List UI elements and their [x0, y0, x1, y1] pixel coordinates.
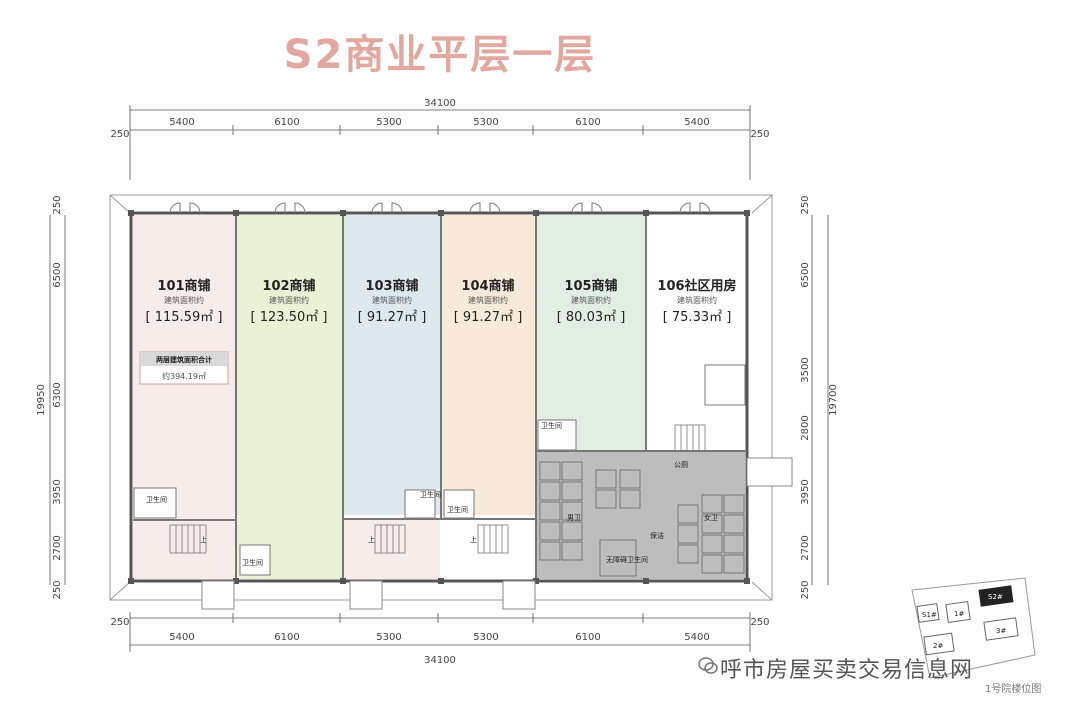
site-building-1: 1#: [954, 610, 964, 618]
svg-text:101商铺: 101商铺: [157, 278, 210, 294]
watermark-text: 呼市房屋买卖交易信息网: [720, 658, 974, 683]
dim-right-row-1: 250: [800, 195, 811, 214]
svg-text:[ 75.33㎡ ]: [ 75.33㎡ ]: [663, 310, 732, 325]
site-building-3: 3#: [996, 627, 1006, 635]
dim-right-row-2: 6500: [800, 262, 811, 287]
dim-right-row-7: 250: [800, 580, 811, 599]
svg-text:[ 123.50㎡ ]: [ 123.50㎡ ]: [251, 310, 328, 325]
dim-left-row-1: 250: [52, 195, 63, 214]
up-label-3: 上: [470, 535, 477, 544]
public-wc-label: 公厕: [674, 461, 688, 469]
svg-text:建筑面积约: 建筑面积约: [677, 295, 717, 305]
combined-area-header: [140, 352, 228, 366]
dim-bottom-col-5: 6100: [575, 632, 600, 643]
svg-text:105商铺: 105商铺: [564, 278, 617, 294]
cleaning-label: 保洁: [650, 531, 664, 540]
dim-bottom-col-6: 5400: [684, 632, 709, 643]
site-building-s2: S2#: [988, 593, 1003, 601]
svg-text:建筑面积约: 建筑面积约: [468, 295, 508, 305]
svg-text:建筑面积约: 建筑面积约: [164, 295, 204, 305]
dim-bottom-col-3: 5300: [376, 632, 401, 643]
dim-bottom-col-2: 6100: [274, 632, 299, 643]
svg-text:[ 91.27㎡ ]: [ 91.27㎡ ]: [358, 310, 427, 325]
dim-top-total: 34100: [424, 98, 456, 109]
svg-text:[ 80.03㎡ ]: [ 80.03㎡ ]: [557, 310, 626, 325]
combined-area-label: 两层建筑面积合计: [156, 355, 212, 364]
up-label-1: 上: [200, 535, 207, 544]
dim-right-row-4: 2800: [800, 415, 811, 440]
dim-left-total: 19950: [36, 384, 47, 416]
public-toilet-fill: [537, 452, 745, 579]
unit-101-fill: [133, 215, 235, 579]
svg-text:103商铺: 103商铺: [365, 278, 418, 294]
unit-105-fill: [537, 215, 645, 450]
dim-right-row-6: 2700: [800, 535, 811, 560]
bath-label-102: 卫生间: [242, 558, 263, 567]
svg-text:建筑面积约: 建筑面积约: [571, 295, 611, 305]
dim-top-col-4: 5300: [473, 117, 498, 128]
svg-text:106社区用房: 106社区用房: [657, 278, 736, 294]
dim-bottom-edge-left: 250: [110, 617, 129, 628]
dim-top-edge-left: 250: [110, 129, 129, 140]
unit-104-label: 104商铺 建筑面积约 [ 91.27㎡ ]: [454, 278, 523, 325]
dim-bottom-edge-right: 250: [750, 617, 769, 628]
dim-left-row-5: 2700: [52, 535, 63, 560]
bath-label-105: 卫生间: [541, 421, 562, 430]
dim-bottom-col-4: 5300: [473, 632, 498, 643]
bath-label-104: 卫生间: [447, 505, 468, 514]
unit-105-label: 105商铺 建筑面积约 [ 80.03㎡ ]: [557, 278, 626, 325]
dim-top-col-3: 5300: [376, 117, 401, 128]
svg-text:[ 115.59㎡ ]: [ 115.59㎡ ]: [146, 310, 223, 325]
unit-102-fill: [237, 215, 342, 579]
unit-103-fill: [344, 215, 440, 515]
dim-top-col-1: 5400: [169, 117, 194, 128]
up-label-2: 上: [368, 535, 375, 544]
dim-right-row-5: 3950: [800, 479, 811, 504]
bath-label-103: 卫生间: [420, 490, 441, 499]
dim-top-edge-right: 250: [750, 129, 769, 140]
dim-top-col-2: 6100: [274, 117, 299, 128]
svg-text:建筑面积约: 建筑面积约: [269, 295, 309, 305]
svg-text:[ 91.27㎡ ]: [ 91.27㎡ ]: [454, 310, 523, 325]
bath-label-101: 卫生间: [146, 495, 167, 504]
site-map-caption: 1号院楼位图: [985, 684, 1042, 695]
dim-bottom-col-1: 5400: [169, 632, 194, 643]
dim-bottom-total: 34100: [424, 655, 456, 666]
unit-103-lower-fill: [344, 520, 440, 579]
site-building-2: 2#: [933, 642, 943, 650]
dim-left-row-6: 250: [52, 580, 63, 599]
combined-area-value: 约394.19㎡: [162, 371, 206, 381]
women-label: 女卫: [704, 513, 718, 522]
svg-text:建筑面积约: 建筑面积约: [372, 295, 412, 305]
page-title: S2商业平层一层: [283, 32, 597, 78]
dim-top-col-6: 5400: [684, 117, 709, 128]
unit-101-label: 101商铺 建筑面积约 [ 115.59㎡ ]: [146, 278, 223, 325]
dim-right-total: 19700: [828, 384, 839, 416]
accessible-label: 无障碍卫生间: [606, 555, 648, 564]
unit-102-label: 102商铺 建筑面积约 [ 123.50㎡ ]: [251, 278, 328, 325]
dim-left-row-4: 3950: [52, 479, 63, 504]
unit-103-label: 103商铺 建筑面积约 [ 91.27㎡ ]: [358, 278, 427, 325]
dim-left-row-2: 6500: [52, 262, 63, 287]
wechat-icon: [698, 657, 718, 674]
unit-106-label: 106社区用房 建筑面积约 [ 75.33㎡ ]: [657, 278, 736, 325]
unit-104-fill: [442, 215, 535, 515]
dim-left-row-3: 6300: [52, 382, 63, 407]
site-map: S1# 1# S2# 2# 3#: [911, 577, 1036, 679]
men-label: 男卫: [567, 514, 581, 522]
site-building-s1: S1#: [922, 611, 937, 619]
svg-text:104商铺: 104商铺: [461, 278, 514, 294]
dim-top-col-5: 6100: [575, 117, 600, 128]
dim-right-row-3: 3500: [800, 357, 811, 382]
svg-text:102商铺: 102商铺: [262, 278, 315, 294]
